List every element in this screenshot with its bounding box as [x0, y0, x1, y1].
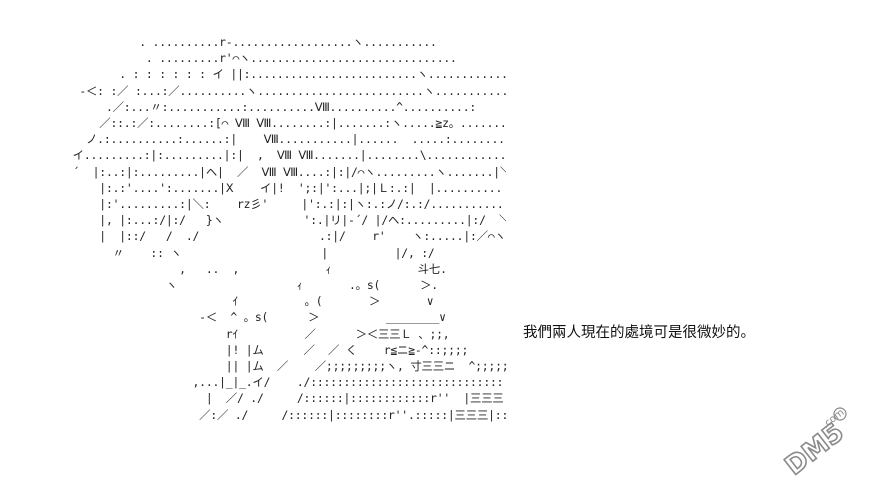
ascii-art-line: rｲ ／ ＞＜三三Ｌ 、;;,	[66, 326, 450, 341]
ascii-art-line: |, |:...:/|:/ }ヽ ':.|リ|-´/ |/ヘ:.........…	[66, 213, 506, 228]
ascii-art-line: |:.:'....':.......|Ⅹ イ|! ';:|':...|;|Ｌ:.…	[99, 180, 503, 195]
ascii-art-line: , .. , ｨ 斗七.	[66, 261, 447, 276]
ascii-art-line: ／::.:／:........:[⌒ Ⅷ Ⅷ........:|.......:…	[66, 116, 506, 131]
ascii-art-line: ヽ ｨ .。s( ＞.	[66, 278, 438, 293]
ascii-art-line: .／:...〃:...........:..........Ⅷ.........…	[105, 99, 506, 114]
ascii-art-line: 〃 :: ヽ | |/, :/	[66, 245, 435, 260]
ascii-art-line: . ..........r-..................ヽ.......…	[66, 35, 437, 49]
dm5-watermark-logo: DM5 .com	[779, 407, 851, 478]
ascii-art-line: ノ.:..........:......:| Ⅷ...........|....…	[66, 132, 506, 147]
ascii-art-line: ,...|_|_.イ/ ./::::::::::::::::::::::::::…	[192, 375, 506, 390]
watermark-swirl	[833, 407, 847, 421]
ascii-art-line: |! |ム ／ ／ く r≦ニ≧-^::;;;;	[66, 342, 469, 357]
ascii-art-line: | ／/ ./ /::::::|::::::::::::r'' |三三三|:::…	[205, 391, 506, 406]
ascii-art-line: . : : : : : : イ ||:.....................…	[66, 67, 506, 82]
ascii-art-line: -＜: :／ :...:／..........ヽ................…	[79, 83, 506, 98]
ascii-art-figure: . ..........r-..................ヽ.......…	[66, 34, 506, 464]
ascii-art-line: ‐＜ ^ 。s( ＞ ________∨	[66, 310, 446, 325]
watermark-text: DM5	[780, 418, 850, 478]
dialogue-line: 我們兩人現在的處境可是很微妙的。	[523, 325, 755, 341]
ascii-art-line: . .........r'⌒ヽ.........................…	[66, 51, 457, 66]
ascii-art-line: ｲ 。( ＞ ∨	[66, 294, 434, 309]
ascii-art-line: ´ |:..:|:.........|ヘ| ／ Ⅷ Ⅷ....:|:|/⌒ヽ..…	[66, 164, 506, 179]
ascii-art-line: || |ム ／ ／;;;;;;;;;ヽ, 寸三三ニ ^;;;;;,	[66, 359, 506, 374]
ascii-art-line: ／:／ ./ /::::::|::::::::r''.:::::|三三三|:::…	[66, 407, 506, 422]
ascii-art-line: | |::/ / ./ .:|/ r' ヽ:.....|:／⌒ヽ	[66, 229, 506, 244]
ascii-art-line: |:'.........:|＼: rz彡' |':.:|:|ヽ:.:ノ/:.:/…	[66, 197, 506, 212]
ascii-art-line: イ.........:|:.........|:| , Ⅷ Ⅷ.......|.…	[66, 148, 506, 163]
